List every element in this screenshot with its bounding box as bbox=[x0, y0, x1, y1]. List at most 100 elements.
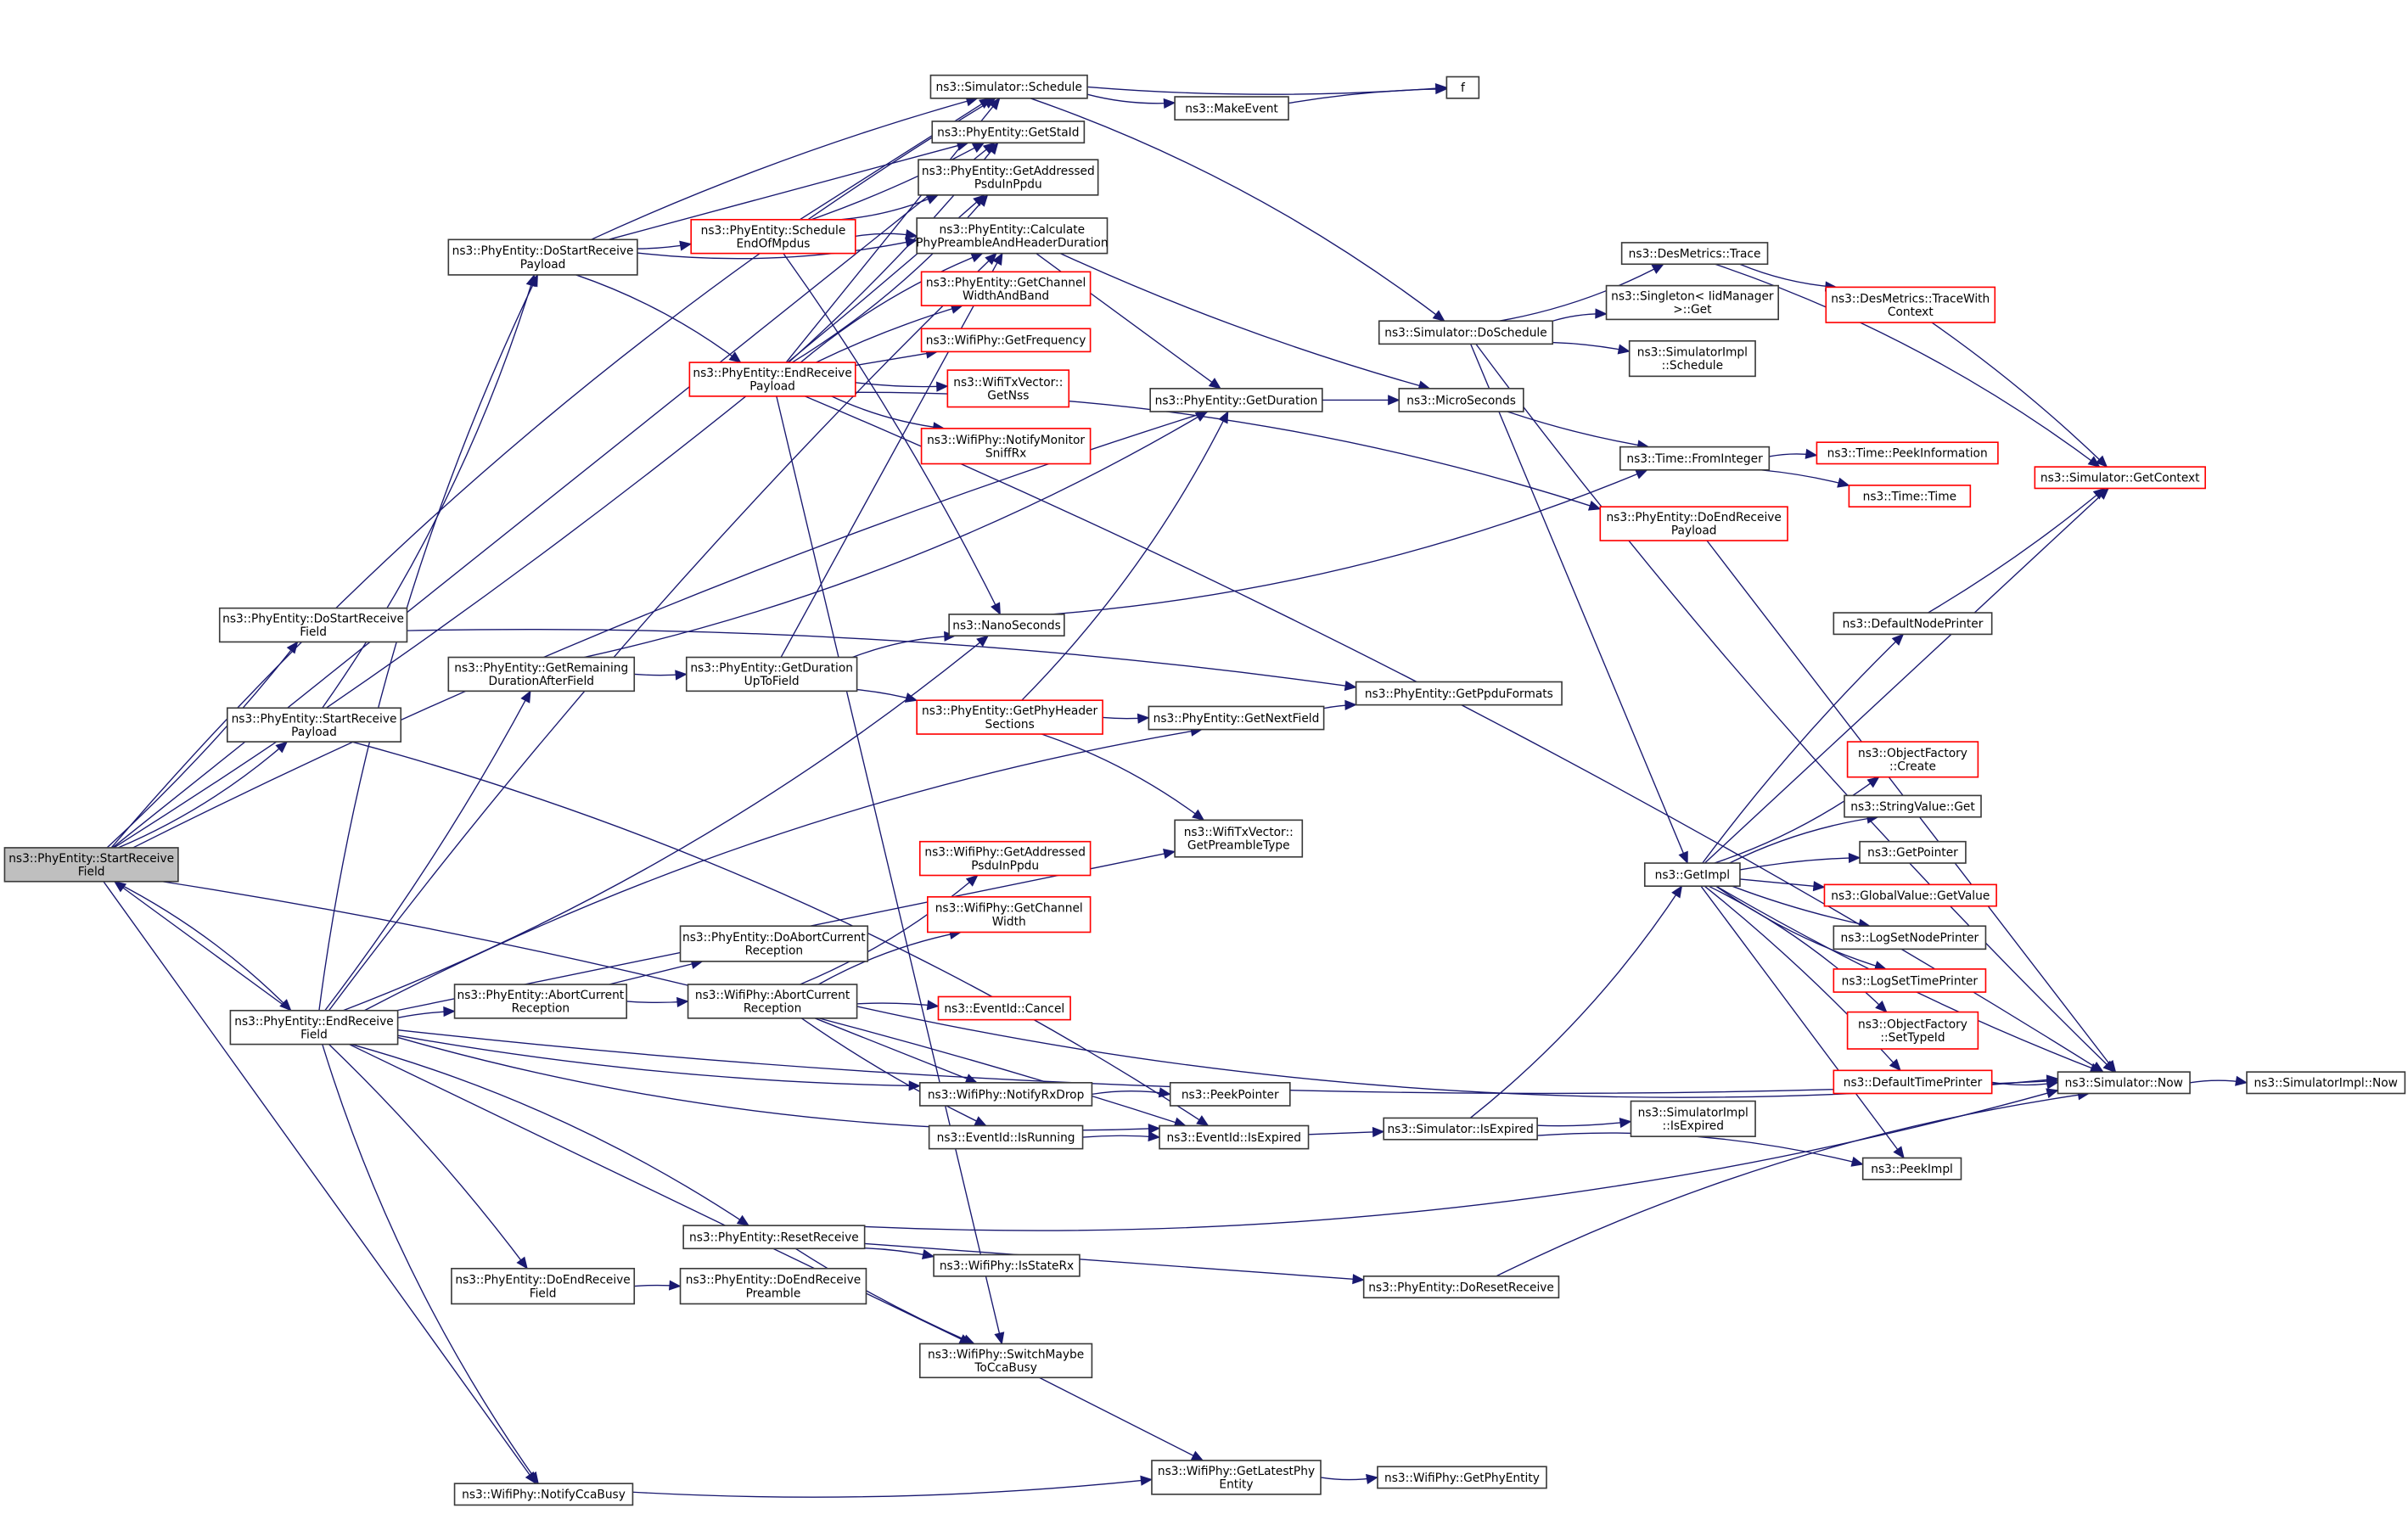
node-calculate-phy-preamble[interactable]: ns3::PhyEntity::CalculatePhyPreambleAndH… bbox=[916, 217, 1109, 255]
node-box[interactable] bbox=[453, 1483, 634, 1506]
node-event-id-is-expired[interactable]: ns3::EventId::IsExpired bbox=[1159, 1124, 1310, 1150]
node-notify-rx-drop[interactable]: ns3::WifiPhy::NotifyRxDrop bbox=[918, 1082, 1093, 1107]
node-box[interactable] bbox=[916, 699, 1103, 735]
node-box[interactable] bbox=[1377, 1466, 1547, 1489]
node-box[interactable] bbox=[1151, 1460, 1322, 1495]
node-box[interactable] bbox=[1159, 1124, 1310, 1150]
node-box[interactable] bbox=[1362, 1276, 1560, 1298]
node-reset-receive[interactable]: ns3::PhyEntity::ResetReceive bbox=[682, 1225, 866, 1250]
node-box[interactable] bbox=[929, 74, 1088, 99]
node-global-value-get-value[interactable]: ns3::GlobalValue::GetValue bbox=[1823, 883, 1997, 907]
node-get-next-field[interactable]: ns3::PhyEntity::GetNextField bbox=[1148, 705, 1325, 731]
node-time-time[interactable]: ns3::Time::Time bbox=[1848, 485, 1972, 508]
node-box[interactable] bbox=[1823, 883, 1997, 907]
node-box[interactable] bbox=[1605, 284, 1779, 321]
node-box[interactable] bbox=[918, 1343, 1093, 1379]
node-get-remaining-duration[interactable]: ns3::PhyEntity::GetRemainingDurationAfte… bbox=[447, 656, 636, 692]
node-default-time-printer[interactable]: ns3::DefaultTimePrinter bbox=[1833, 1069, 1993, 1095]
node-from-integer[interactable]: ns3::Time::FromInteger bbox=[1619, 446, 1771, 471]
node-do-reset-receive[interactable]: ns3::PhyEntity::DoResetReceive bbox=[1362, 1276, 1560, 1298]
node-get-context[interactable]: ns3::Simulator::GetContext bbox=[2034, 466, 2206, 490]
node-box[interactable] bbox=[451, 1267, 636, 1305]
node-des-metrics-trace[interactable]: ns3::DesMetrics::Trace bbox=[1620, 242, 1769, 266]
node-box[interactable] bbox=[1378, 320, 1554, 345]
node-box[interactable] bbox=[687, 984, 858, 1019]
node-box[interactable] bbox=[1833, 968, 1987, 993]
node-make-event[interactable]: ns3::MakeEvent bbox=[1174, 96, 1289, 121]
node-box[interactable] bbox=[927, 896, 1092, 934]
node-box[interactable] bbox=[916, 217, 1109, 255]
node-box[interactable] bbox=[920, 328, 1092, 353]
node-do-schedule[interactable]: ns3::Simulator::DoSchedule bbox=[1378, 320, 1554, 345]
node-get-nss[interactable]: ns3::WifiTxVector::GetNss bbox=[946, 369, 1070, 408]
node-box[interactable] bbox=[918, 840, 1092, 877]
node-box[interactable] bbox=[682, 1225, 866, 1250]
node-box[interactable] bbox=[2057, 1071, 2191, 1095]
node-event-id-is-running[interactable]: ns3::EventId::IsRunning bbox=[928, 1124, 1084, 1150]
node-default-node-printer[interactable]: ns3::DefaultNodePrinter bbox=[1833, 612, 1993, 636]
node-box[interactable] bbox=[1355, 681, 1563, 706]
node-box[interactable] bbox=[1445, 76, 1480, 99]
node-get-sta-id[interactable]: ns3::PhyEntity::GetStaId bbox=[931, 121, 1086, 144]
node-box[interactable] bbox=[447, 656, 636, 692]
node-get-ppdu-formats[interactable]: ns3::PhyEntity::GetPpduFormats bbox=[1355, 681, 1563, 706]
node-box[interactable] bbox=[918, 159, 1099, 196]
node-log-set-node-printer[interactable]: ns3::LogSetNodePrinter bbox=[1833, 925, 1987, 950]
node-box[interactable] bbox=[1816, 441, 1999, 465]
node-singleton-get[interactable]: ns3::Singleton< IidManager>::Get bbox=[1605, 284, 1779, 321]
node-box[interactable] bbox=[1859, 840, 1967, 864]
node-box[interactable] bbox=[1643, 862, 1741, 887]
node-box[interactable] bbox=[1599, 506, 1788, 541]
node-get-preamble-type[interactable]: ns3::WifiTxVector::GetPreambleType bbox=[1174, 819, 1304, 858]
node-box[interactable] bbox=[1619, 446, 1771, 471]
node-get-phy-entity[interactable]: ns3::WifiPhy::GetPhyEntity bbox=[1377, 1466, 1547, 1489]
node-box[interactable] bbox=[933, 1253, 1081, 1277]
node-box[interactable] bbox=[447, 238, 638, 276]
node-box[interactable] bbox=[2034, 466, 2206, 490]
node-log-set-time-printer[interactable]: ns3::LogSetTimePrinter bbox=[1833, 968, 1987, 993]
node-box[interactable] bbox=[1848, 485, 1972, 508]
node-box[interactable] bbox=[1833, 925, 1987, 950]
node-box[interactable] bbox=[229, 1009, 399, 1046]
node-box[interactable] bbox=[948, 614, 1065, 637]
node-simulator-now[interactable]: ns3::Simulator::Now bbox=[2057, 1071, 2191, 1095]
node-box[interactable] bbox=[1844, 794, 1982, 818]
node-box[interactable] bbox=[226, 707, 402, 743]
node-box[interactable] bbox=[1825, 286, 1996, 323]
node-box[interactable] bbox=[1833, 1069, 1993, 1095]
node-event-id-cancel[interactable]: ns3::EventId::Cancel bbox=[937, 995, 1071, 1021]
node-box[interactable] bbox=[453, 984, 628, 1019]
node-object-factory-create[interactable]: ns3::ObjectFactory::Create bbox=[1846, 741, 1979, 778]
node-box[interactable] bbox=[1398, 388, 1524, 412]
node-box[interactable] bbox=[2246, 1071, 2406, 1095]
node-box[interactable] bbox=[3, 847, 179, 883]
node-box[interactable] bbox=[937, 995, 1071, 1021]
node-box[interactable] bbox=[1833, 612, 1993, 636]
node-simulator-schedule[interactable]: ns3::Simulator::Schedule bbox=[929, 74, 1088, 99]
node-sim-impl-is-expired[interactable]: ns3::SimulatorImpl::IsExpired bbox=[1630, 1100, 1756, 1137]
node-box[interactable] bbox=[1861, 1157, 1962, 1180]
node-box[interactable] bbox=[685, 656, 858, 692]
node-get-duration[interactable]: ns3::PhyEntity::GetDuration bbox=[1149, 388, 1323, 412]
node-box[interactable] bbox=[931, 121, 1086, 144]
node-box[interactable] bbox=[928, 1124, 1084, 1150]
node-box[interactable] bbox=[1174, 819, 1304, 858]
